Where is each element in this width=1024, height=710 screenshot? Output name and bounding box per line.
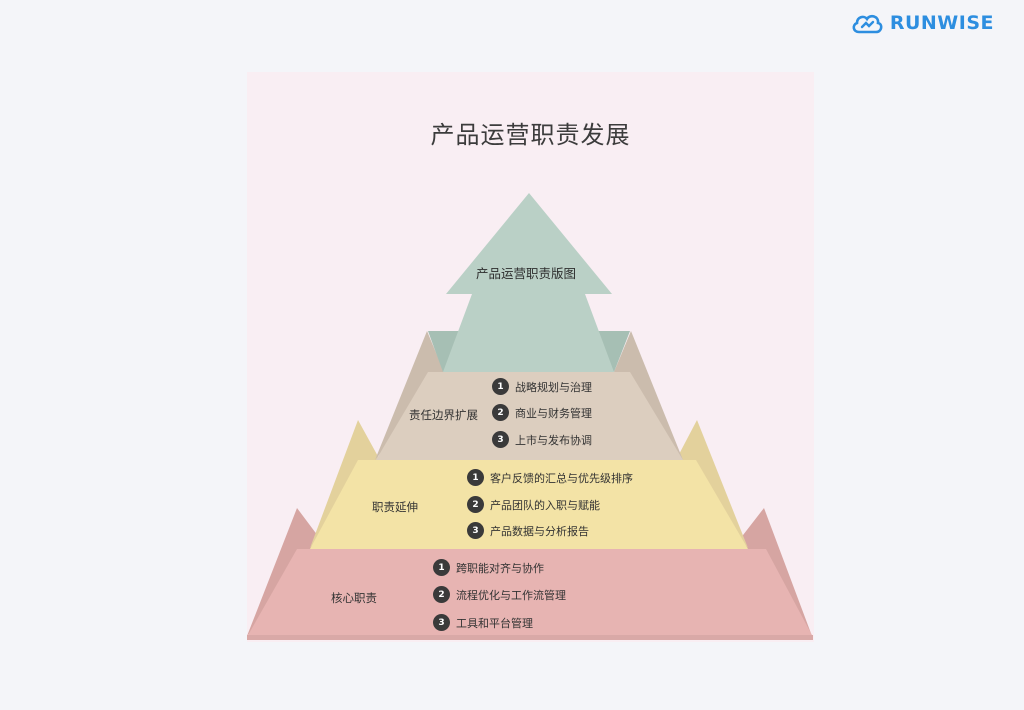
list-item: 2 商业与财务管理 bbox=[492, 404, 592, 421]
tier-extension-side-right bbox=[676, 420, 748, 548]
list-item-text: 产品数据与分析报告 bbox=[490, 524, 589, 538]
tier-boundary-label: 责任边界扩展 bbox=[409, 408, 478, 422]
number-badge: 2 bbox=[492, 404, 509, 421]
number-badge: 1 bbox=[433, 559, 450, 576]
tier-boundary-side-right bbox=[614, 331, 683, 460]
list-item: 1 战略规划与治理 bbox=[492, 378, 592, 395]
tier-boundary-side-left bbox=[375, 331, 444, 460]
list-item: 3 产品数据与分析报告 bbox=[467, 522, 589, 539]
diagram-title: 产品运营职责发展 bbox=[430, 121, 631, 149]
number-badge: 3 bbox=[467, 522, 484, 539]
runwise-logo[interactable]: RUNWISE bbox=[850, 10, 994, 36]
list-item-text: 商业与财务管理 bbox=[515, 406, 592, 420]
list-item: 1 跨职能对齐与协作 bbox=[433, 559, 544, 576]
list-item: 3 上市与发布协调 bbox=[492, 431, 592, 448]
list-item-text: 上市与发布协调 bbox=[515, 433, 592, 447]
list-item: 3 工具和平台管理 bbox=[433, 614, 533, 631]
list-item-text: 工具和平台管理 bbox=[456, 616, 533, 630]
list-item-text: 流程优化与工作流管理 bbox=[456, 588, 566, 602]
apex-arrow-shape bbox=[443, 193, 614, 372]
tier-core-label: 核心职责 bbox=[331, 591, 377, 605]
number-badge: 1 bbox=[492, 378, 509, 395]
number-badge: 1 bbox=[467, 469, 484, 486]
list-item: 1 客户反馈的汇总与优先级排序 bbox=[467, 469, 633, 486]
list-item: 2 产品团队的入职与赋能 bbox=[467, 496, 600, 513]
tier-extension-side-left bbox=[310, 420, 380, 548]
number-badge: 3 bbox=[492, 431, 509, 448]
tier-boundary-shape bbox=[376, 372, 683, 460]
tier-extension-label: 职责延伸 bbox=[372, 500, 418, 514]
number-badge: 2 bbox=[433, 586, 450, 603]
list-item-text: 产品团队的入职与赋能 bbox=[490, 498, 600, 512]
number-badge: 3 bbox=[433, 614, 450, 631]
list-item-text: 客户反馈的汇总与优先级排序 bbox=[490, 471, 633, 485]
cloud-logo-icon bbox=[852, 14, 883, 34]
tier-extension-shape bbox=[310, 460, 748, 549]
list-item: 2 流程优化与工作流管理 bbox=[433, 586, 566, 603]
apex-label: 产品运营职责版图 bbox=[476, 266, 577, 281]
logo-text: RUNWISE bbox=[889, 12, 994, 34]
list-item-text: 跨职能对齐与协作 bbox=[456, 561, 544, 575]
list-item-text: 战略规划与治理 bbox=[515, 380, 592, 394]
number-badge: 2 bbox=[467, 496, 484, 513]
tier-core-shape bbox=[247, 549, 813, 637]
tier-core-base bbox=[247, 635, 813, 640]
